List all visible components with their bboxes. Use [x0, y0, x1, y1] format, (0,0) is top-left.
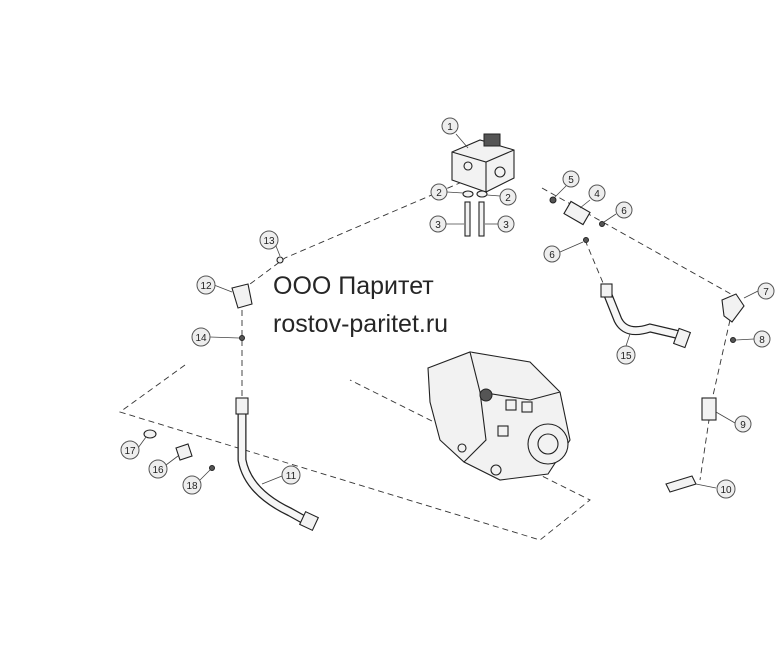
svg-text:10: 10 — [720, 485, 732, 496]
callout-6b: 6 — [543, 241, 584, 263]
pump-assembly-part — [427, 351, 571, 481]
callout-3a: 3 — [429, 215, 464, 233]
callout-2a: 2 — [430, 183, 464, 201]
callout-17: 17 — [120, 436, 147, 460]
svg-text:2: 2 — [505, 193, 511, 204]
svg-text:3: 3 — [503, 220, 509, 231]
callout-18: 18 — [182, 469, 211, 495]
assembly-guide-lines — [119, 181, 739, 541]
watermark-website: rostov-paritet.ru — [273, 310, 449, 338]
svg-text:7: 7 — [763, 287, 769, 298]
svg-text:18: 18 — [186, 481, 198, 492]
valve-block-part — [451, 133, 515, 193]
svg-text:6: 6 — [621, 206, 627, 217]
svg-text:5: 5 — [568, 175, 574, 186]
callout-1: 1 — [441, 117, 469, 149]
bent-tube-part — [600, 283, 692, 349]
small-fittings-left — [143, 429, 215, 471]
right-fitting-chain — [665, 293, 745, 493]
callout-9: 9 — [715, 411, 752, 433]
svg-text:17: 17 — [124, 446, 136, 457]
svg-text:14: 14 — [195, 333, 207, 344]
svg-text:8: 8 — [759, 335, 765, 346]
watermark-company: ООО Паритет — [273, 272, 434, 300]
long-hose-part — [235, 397, 320, 532]
svg-text:2: 2 — [436, 188, 442, 199]
svg-text:15: 15 — [620, 351, 632, 362]
svg-text:6: 6 — [549, 250, 555, 261]
callout-16: 16 — [148, 455, 179, 479]
svg-text:3: 3 — [435, 220, 441, 231]
callout-4: 4 — [579, 184, 606, 209]
callout-14: 14 — [191, 327, 240, 347]
svg-text:16: 16 — [152, 465, 164, 476]
washers-and-bolts — [462, 190, 488, 237]
elbow-fitting-cluster — [231, 256, 284, 341]
callout-13: 13 — [259, 230, 281, 257]
svg-text:12: 12 — [200, 281, 212, 292]
callout-6a: 6 — [603, 201, 633, 223]
callout-7: 7 — [743, 282, 775, 300]
svg-text:1: 1 — [447, 122, 453, 133]
callout-2b: 2 — [486, 188, 517, 206]
svg-text:9: 9 — [740, 420, 746, 431]
callout-10: 10 — [695, 479, 736, 499]
callout-labels: 1 2 2 3 3 4 5 6 6 7 8 9 10 11 12 13 14 1… — [120, 117, 775, 499]
fitting-cluster — [549, 196, 605, 243]
svg-text:4: 4 — [594, 189, 600, 200]
callout-11: 11 — [261, 465, 301, 485]
callout-3b: 3 — [485, 215, 515, 233]
callout-12: 12 — [196, 275, 233, 295]
callout-15: 15 — [616, 333, 636, 365]
svg-text:11: 11 — [286, 471, 297, 482]
callout-8: 8 — [735, 330, 771, 348]
callout-5: 5 — [554, 170, 580, 198]
svg-text:13: 13 — [263, 236, 275, 247]
